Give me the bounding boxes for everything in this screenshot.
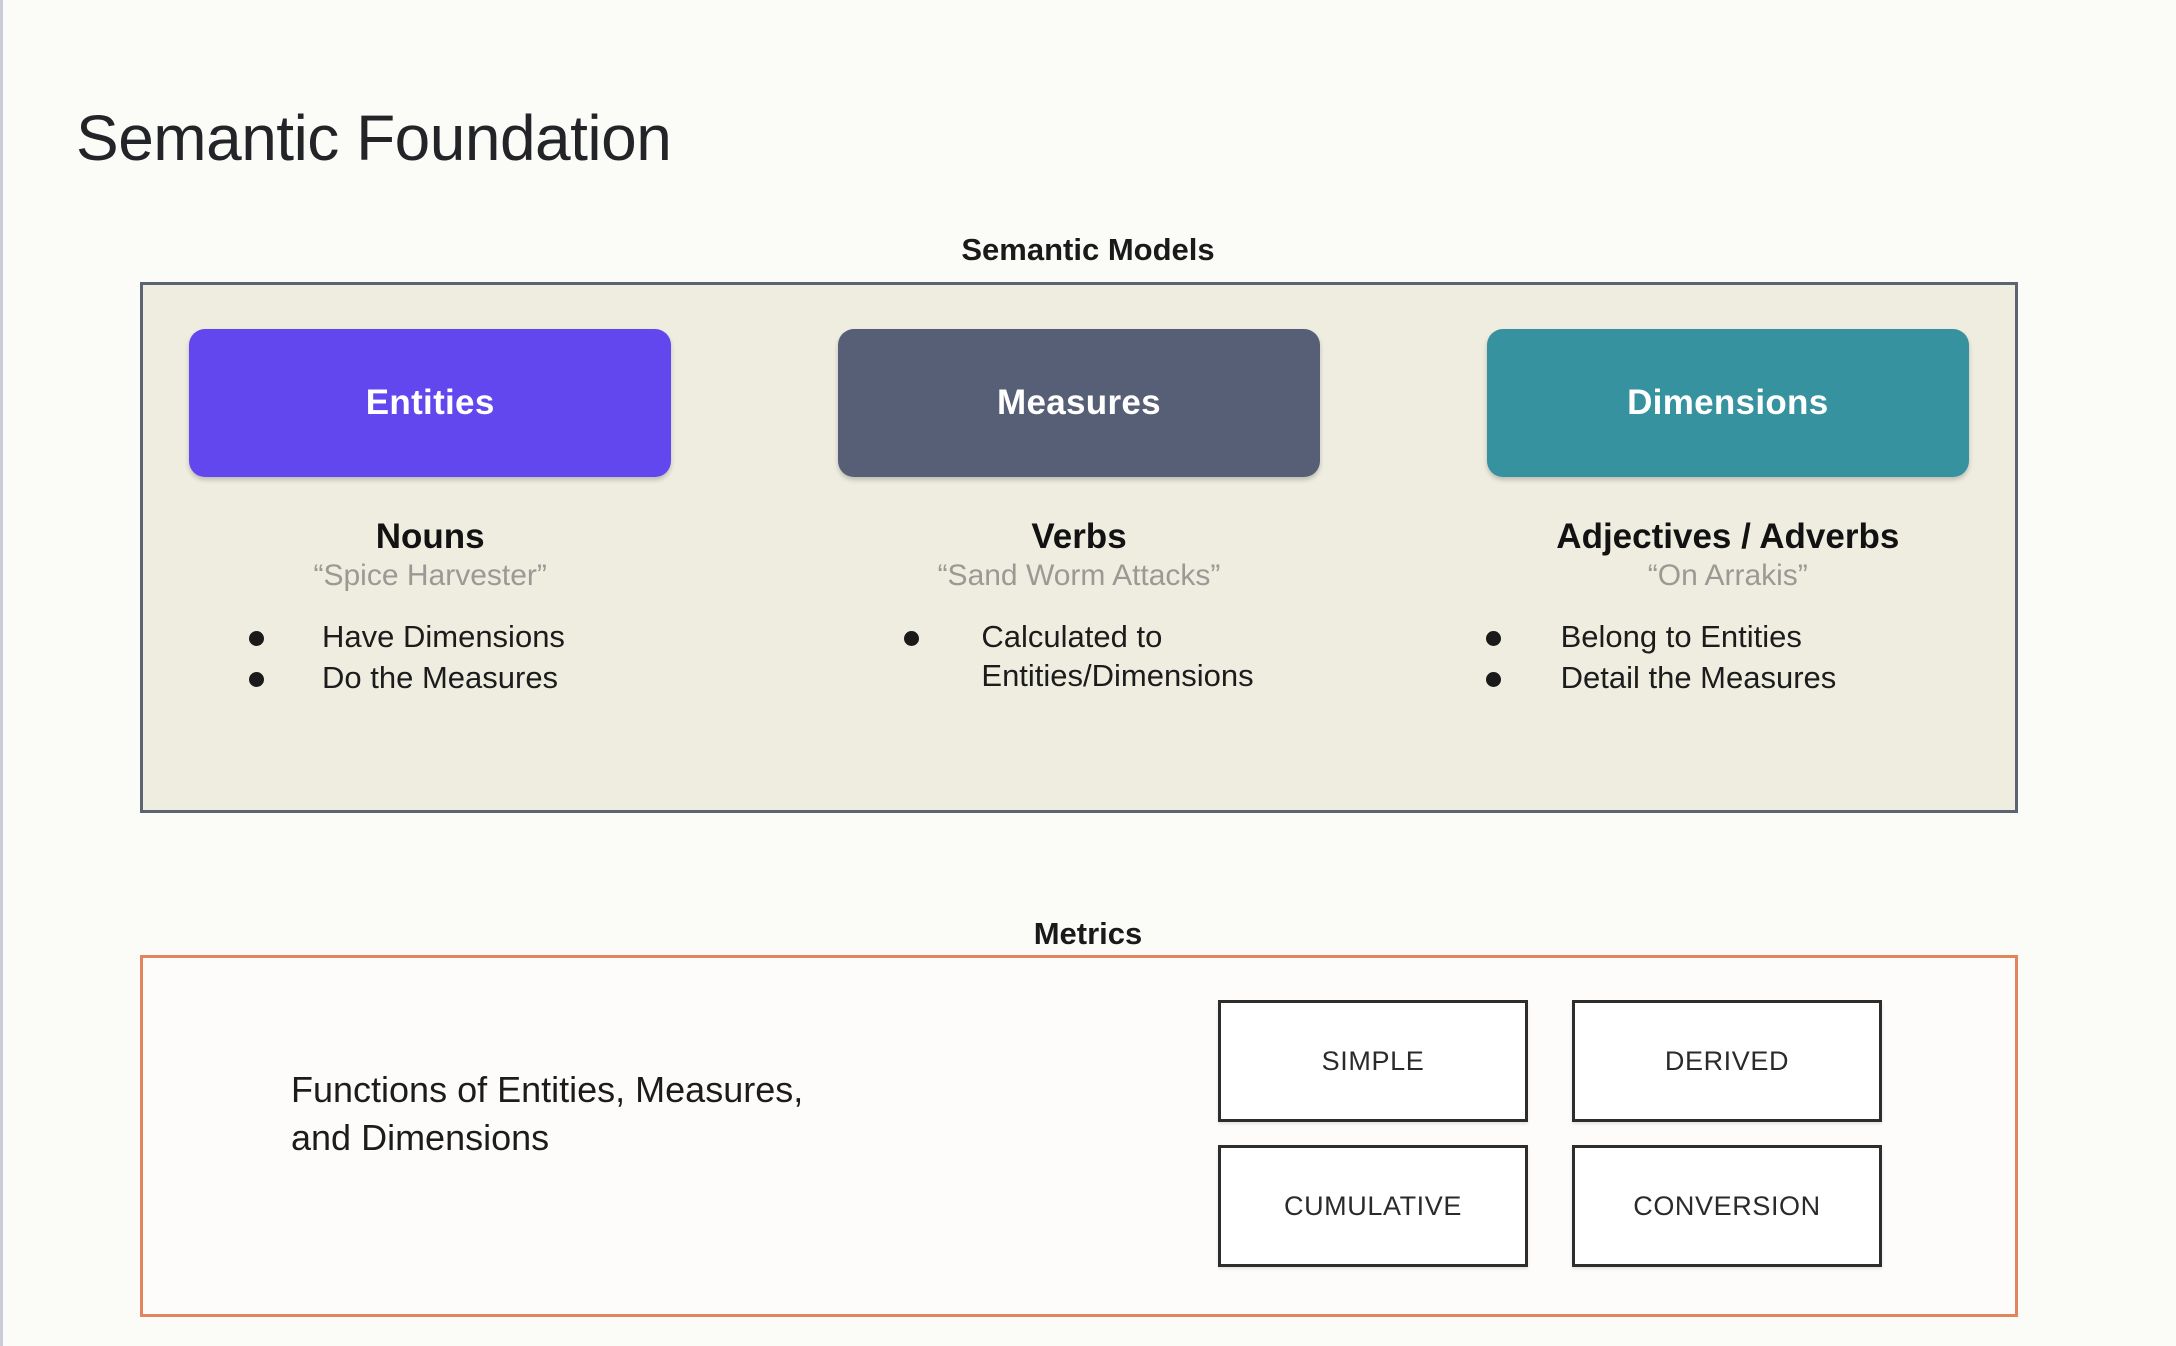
bullet-list-measures: Calculated to Entities/Dimensions <box>530 617 1627 698</box>
semantic-column-dimensions: Dimensions Adjectives / Adverbs “On Arra… <box>1441 285 2015 810</box>
column-heading-verbs: Verbs <box>1031 517 1127 556</box>
metrics-caption: Metrics <box>1033 916 1143 951</box>
list-item: Belong to Entities <box>1485 617 1802 657</box>
metrics-description: Functions of Entities, Measures, and Dim… <box>291 1069 804 1158</box>
semantic-column-measures: Measures Verbs “Sand Worm Attacks” Calcu… <box>717 285 1440 810</box>
bullet-text: Do the Measures <box>322 660 559 696</box>
pill-dimensions[interactable]: Dimensions <box>1486 329 1969 477</box>
bullet-dot-icon <box>1485 630 1501 646</box>
semantic-models-caption: Semantic Models <box>961 232 1215 267</box>
pill-entities[interactable]: Entities <box>189 329 672 477</box>
bullet-dot-icon <box>249 672 264 688</box>
bullet-text: Calculated to Entities/Dimensions <box>981 618 1254 694</box>
metric-box-conversion[interactable]: CONVERSION <box>1572 1145 1882 1267</box>
semantic-models-columns: Entities Nouns “Spice Harvester” Have Di… <box>143 285 2015 810</box>
metric-box-derived[interactable]: DERIVED <box>1572 1000 1882 1122</box>
metrics-type-grid: SIMPLE DERIVED CUMULATIVE CONVERSION <box>1218 1000 1882 1267</box>
semantic-column-entities: Entities Nouns “Spice Harvester” Have Di… <box>143 285 717 810</box>
bullet-text: Belong to Entities <box>1560 618 1802 654</box>
metric-box-cumulative[interactable]: CUMULATIVE <box>1218 1145 1528 1267</box>
column-example-entities: “Spice Harvester” <box>313 558 547 592</box>
list-item: Detail the Measures <box>1485 658 1837 698</box>
list-item: Calculated to Entities/Dimensions <box>904 617 1254 696</box>
column-example-dimensions: “On Arrakis” <box>1647 558 1808 592</box>
bullet-dot-icon <box>1485 672 1501 688</box>
list-item: Have Dimensions <box>249 617 565 657</box>
metric-box-simple[interactable]: SIMPLE <box>1218 1000 1528 1122</box>
semantic-models-panel: Entities Nouns “Spice Harvester” Have Di… <box>140 282 2018 813</box>
column-example-measures: “Sand Worm Attacks” <box>937 558 1221 592</box>
pill-measures[interactable]: Measures <box>838 329 1320 477</box>
list-item: Do the Measures <box>249 658 558 698</box>
bullet-dot-icon <box>904 630 920 646</box>
bullet-list-entities: Have Dimensions Do the Measures <box>37 617 823 700</box>
bullet-text: Have Dimensions <box>322 618 565 654</box>
column-heading-adjectives-adverbs: Adjectives / Adverbs <box>1556 517 1900 556</box>
left-edge-rail <box>0 0 3 1346</box>
bullet-text: Detail the Measures <box>1560 660 1837 696</box>
column-heading-nouns: Nouns <box>375 517 485 556</box>
page-title: Semantic Foundation <box>76 101 672 174</box>
bullet-dot-icon <box>249 630 264 646</box>
metrics-panel: Functions of Entities, Measures, and Dim… <box>140 955 2018 1317</box>
bullet-list-dimensions: Belong to Entities Detail the Measures <box>1396 617 2060 700</box>
